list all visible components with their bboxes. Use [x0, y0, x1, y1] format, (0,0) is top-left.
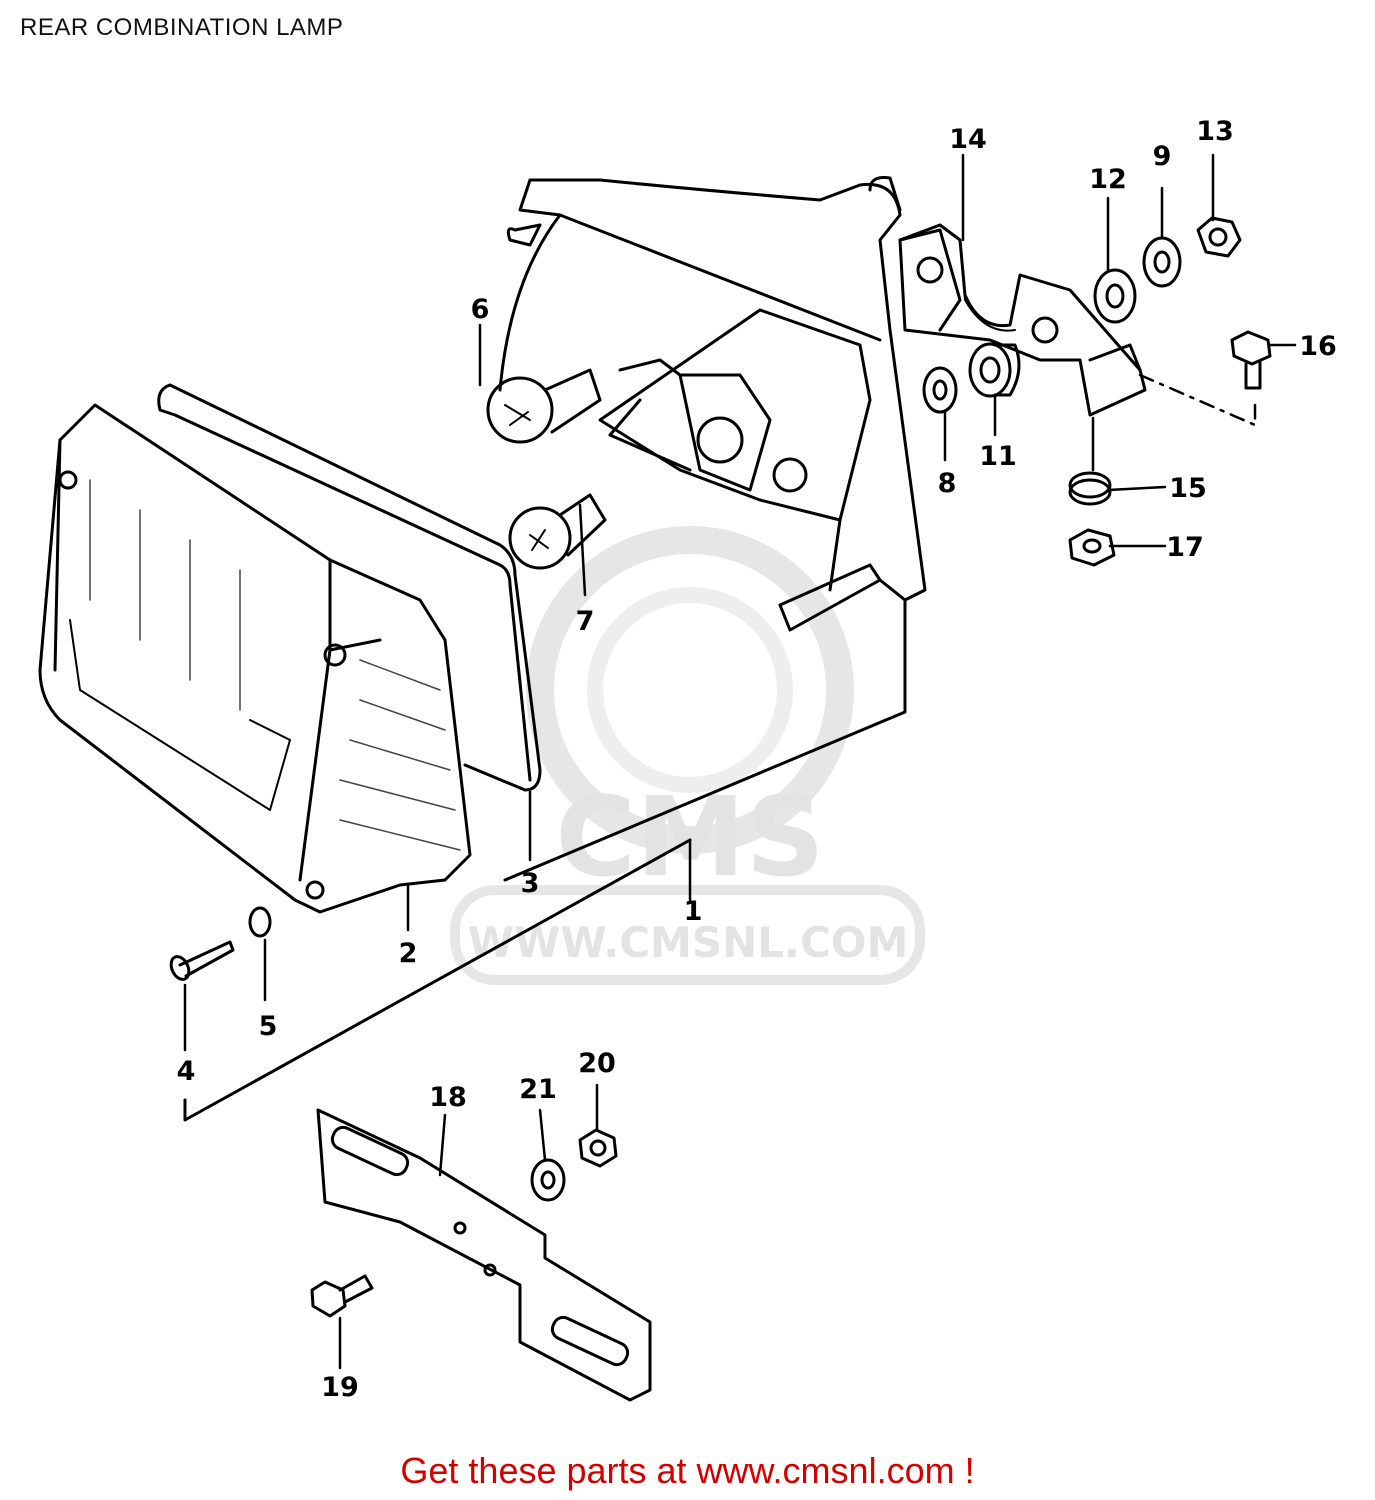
part-3-gasket	[157, 383, 542, 792]
part-11-spacer	[968, 342, 1021, 398]
part-4-screw	[169, 940, 235, 981]
callout-4: 4	[177, 1056, 196, 1087]
watermark: CMS WWW.CMSNL.COM	[450, 526, 925, 985]
callout-18: 18	[429, 1082, 467, 1113]
part-2-lens	[38, 403, 472, 914]
footer-link[interactable]: Get these parts at www.cmsnl.com !	[400, 1450, 975, 1491]
part-15-grommet	[1068, 471, 1112, 506]
part-5-washer	[248, 906, 272, 938]
part-21-washer	[530, 1158, 566, 1202]
part-18-plate-bracket	[316, 1108, 652, 1402]
part-20-nut	[578, 1128, 618, 1168]
part-16-bolt	[1230, 330, 1272, 390]
page-title: REAR COMBINATION LAMP	[20, 14, 344, 41]
part-9-washer	[1142, 236, 1182, 288]
callout-16: 16	[1299, 331, 1337, 362]
callout-3: 3	[521, 868, 540, 899]
callout-14: 14	[949, 124, 987, 155]
callout-12: 12	[1089, 164, 1127, 195]
callout-15: 15	[1169, 473, 1207, 504]
part-14-bracket	[898, 223, 1147, 417]
callout-20: 20	[578, 1048, 616, 1079]
callout-17: 17	[1166, 532, 1204, 563]
callout-11: 11	[979, 441, 1017, 472]
callout-13: 13	[1196, 116, 1234, 147]
leader-lines	[183, 153, 1297, 1370]
part-7-bulb	[508, 493, 607, 570]
part-1-housing-outline	[183, 598, 907, 1122]
callout-1: 1	[684, 896, 703, 927]
callout-6: 6	[471, 294, 490, 325]
callout-5: 5	[259, 1011, 278, 1042]
callout-19: 19	[321, 1372, 359, 1403]
callout-21: 21	[519, 1074, 557, 1105]
callout-9: 9	[1153, 141, 1172, 172]
part-12-washer	[1093, 268, 1137, 324]
part-1-housing	[498, 176, 962, 632]
part-13-nut	[1196, 216, 1242, 258]
part-8-washer	[922, 366, 958, 414]
callout-2: 2	[399, 938, 418, 969]
part-6-bulb	[486, 368, 602, 444]
callouts: 1 2 3 4 5 6 7 8 9 11 12 13 14 15 16 17 1…	[177, 116, 1337, 1403]
callout-7: 7	[576, 606, 595, 637]
watermark-url: WWW.CMSNL.COM	[468, 918, 909, 967]
part-19-bolt	[310, 1274, 374, 1318]
callout-8: 8	[938, 468, 957, 499]
part-17-nut	[1068, 528, 1116, 567]
